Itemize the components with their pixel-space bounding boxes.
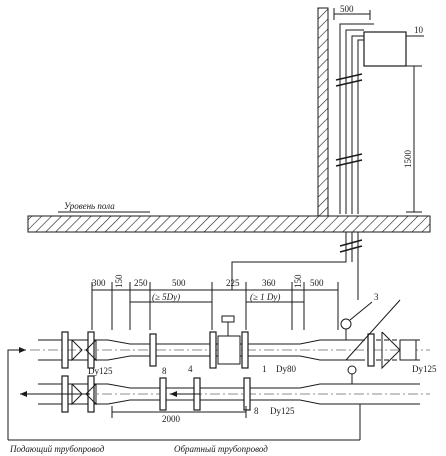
dim-225: 225 [226,278,240,288]
temperature-sensor-3: 3 [340,292,379,340]
dim-500-right: 500 [310,278,324,288]
item-4-label: 4 [188,364,193,374]
signal-cables [335,23,374,214]
dim-300: 300 [92,278,106,288]
dim-150-right: 150 [293,274,303,288]
return-len-2000: 2000 [162,414,181,424]
dim-1500-text: 1500 [403,150,413,169]
item-8-lower-label: 8 [254,406,259,416]
supply-gate-valve [71,339,97,362]
bypass-valve [345,299,417,370]
supply-flow-arrow [7,347,26,440]
dim-500-top-text: 500 [340,4,354,14]
caption-return-pipeline: Обратный трубопровод [174,444,268,454]
return-dn125: Dу125 [270,406,295,416]
wall [317,7,329,217]
note-ge-1dy: (≥ 1 Dу) [250,292,280,302]
dim-250: 250 [134,278,148,288]
caption-supply-pipeline: Подающий трубопровод [9,444,105,454]
return-sensor [347,365,357,384]
supply-flanges [61,331,375,369]
note-ge-5dy: (≥ 5Dу) [152,292,180,302]
supply-dn125-left: Dу125 [88,366,113,376]
supply-dn80: Dу80 [276,364,296,374]
item-3-label: 3 [374,292,379,302]
supply-flowmeter [217,315,241,365]
dimension-1500: 1500 [403,65,422,213]
dim-360: 360 [262,278,276,288]
dimension-chain [91,282,339,330]
dimension-2000 [111,406,247,418]
floor-slab [27,215,431,233]
item-1-label: 1 [262,364,267,374]
supply-dn125-right: Dу125 [412,364,437,374]
dimension-values: 300 150 250 500 225 360 150 500 (≥ 5Dу) … [92,274,324,302]
calculator-unit-10: 10 [363,25,424,67]
cables-to-sensors [231,232,363,300]
dim-150-left: 150 [114,274,124,288]
item-10-label: 10 [414,25,424,35]
return-pipeline [30,383,430,405]
dim-500-mid: 500 [172,278,186,288]
floor-level-label: Уровень пола [64,201,115,211]
item-8-upper-label: 8 [162,366,167,376]
dimension-500-top: 500 [333,4,371,20]
